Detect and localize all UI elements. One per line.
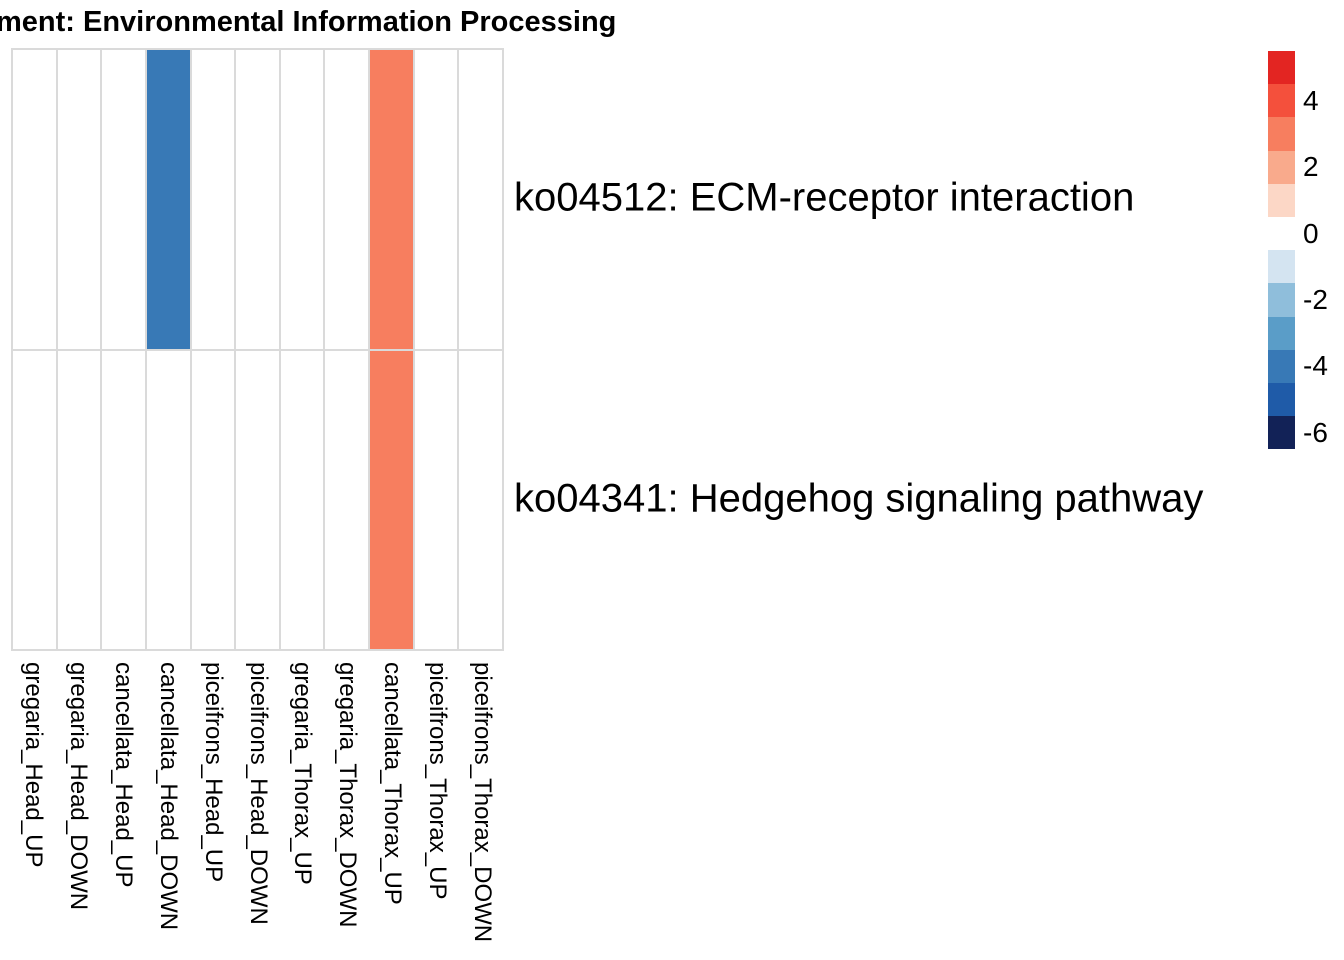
heatmap-cell xyxy=(370,350,413,649)
heatmap-cell xyxy=(414,350,458,649)
y-axis-label: ko04512: ECM-receptor interaction xyxy=(514,175,1135,220)
legend-tick-label: -6 xyxy=(1303,416,1328,448)
heatmap-cell xyxy=(191,350,235,649)
legend-tick-label: -2 xyxy=(1303,284,1328,315)
legend-tick-label: 4 xyxy=(1303,84,1319,116)
legend-color-block xyxy=(1268,117,1295,151)
x-axis-label: gregaria_Thorax_UP xyxy=(289,662,317,885)
heatmap-cell xyxy=(102,50,145,349)
legend-tick-label: 2 xyxy=(1303,151,1319,183)
heatmap-cell xyxy=(325,50,369,349)
x-axis-label: gregaria_Head_UP xyxy=(20,662,48,868)
legend-color-block xyxy=(1268,84,1295,118)
heatmap-cell xyxy=(146,350,190,649)
x-axis-label: piceifrons_Head_UP xyxy=(199,662,227,883)
heatmap-cell xyxy=(280,50,324,349)
x-axis-label: cancellata_Head_UP xyxy=(110,662,138,888)
legend-tick-label: -4 xyxy=(1303,350,1328,382)
chart-title: ment: Environmental Information Processi… xyxy=(0,6,617,38)
heatmap-cell xyxy=(57,50,101,349)
heatmap-cell xyxy=(280,350,324,649)
heatmap-cell xyxy=(13,50,56,349)
heatmap-cell xyxy=(13,350,56,649)
y-axis-label: ko04341: Hedgehog signaling pathway xyxy=(514,476,1204,521)
heatmap-cell xyxy=(57,350,101,649)
legend-color-block xyxy=(1268,51,1295,85)
x-axis-label: cancellata_Head_DOWN xyxy=(154,662,182,931)
heatmap-cell xyxy=(236,350,279,649)
heatmap-cell xyxy=(191,50,235,349)
legend-color-block xyxy=(1268,416,1295,450)
legend-color-block xyxy=(1268,183,1295,217)
heatmap-cell xyxy=(370,50,413,349)
heatmap-cell xyxy=(146,50,190,349)
x-axis-label: gregaria_Thorax_DOWN xyxy=(334,662,362,928)
heatmap-cell xyxy=(414,50,458,349)
x-axis-label: piceifrons_Thorax_DOWN xyxy=(468,662,496,943)
legend-color-block xyxy=(1268,383,1295,417)
x-axis-label: cancellata_Thorax_UP xyxy=(378,662,406,905)
heatmap-cell xyxy=(459,350,502,649)
heatmap-cell xyxy=(236,50,279,349)
heatmap-grid xyxy=(11,48,504,651)
x-axis-label: gregaria_Head_DOWN xyxy=(65,662,93,911)
legend-color-block xyxy=(1268,316,1295,350)
legend-tick-label: 0 xyxy=(1303,217,1319,249)
heatmap-cell xyxy=(102,350,145,649)
legend-color-block xyxy=(1268,217,1295,251)
x-axis-label: piceifrons_Head_DOWN xyxy=(244,662,272,925)
heatmap-cell xyxy=(325,350,369,649)
legend-color-block xyxy=(1268,283,1295,317)
legend-color-block xyxy=(1268,150,1295,184)
x-axis-label: piceifrons_Thorax_UP xyxy=(423,662,451,900)
legend-color-block xyxy=(1268,349,1295,383)
legend-color-block xyxy=(1268,250,1295,284)
heatmap-cell xyxy=(459,50,502,349)
